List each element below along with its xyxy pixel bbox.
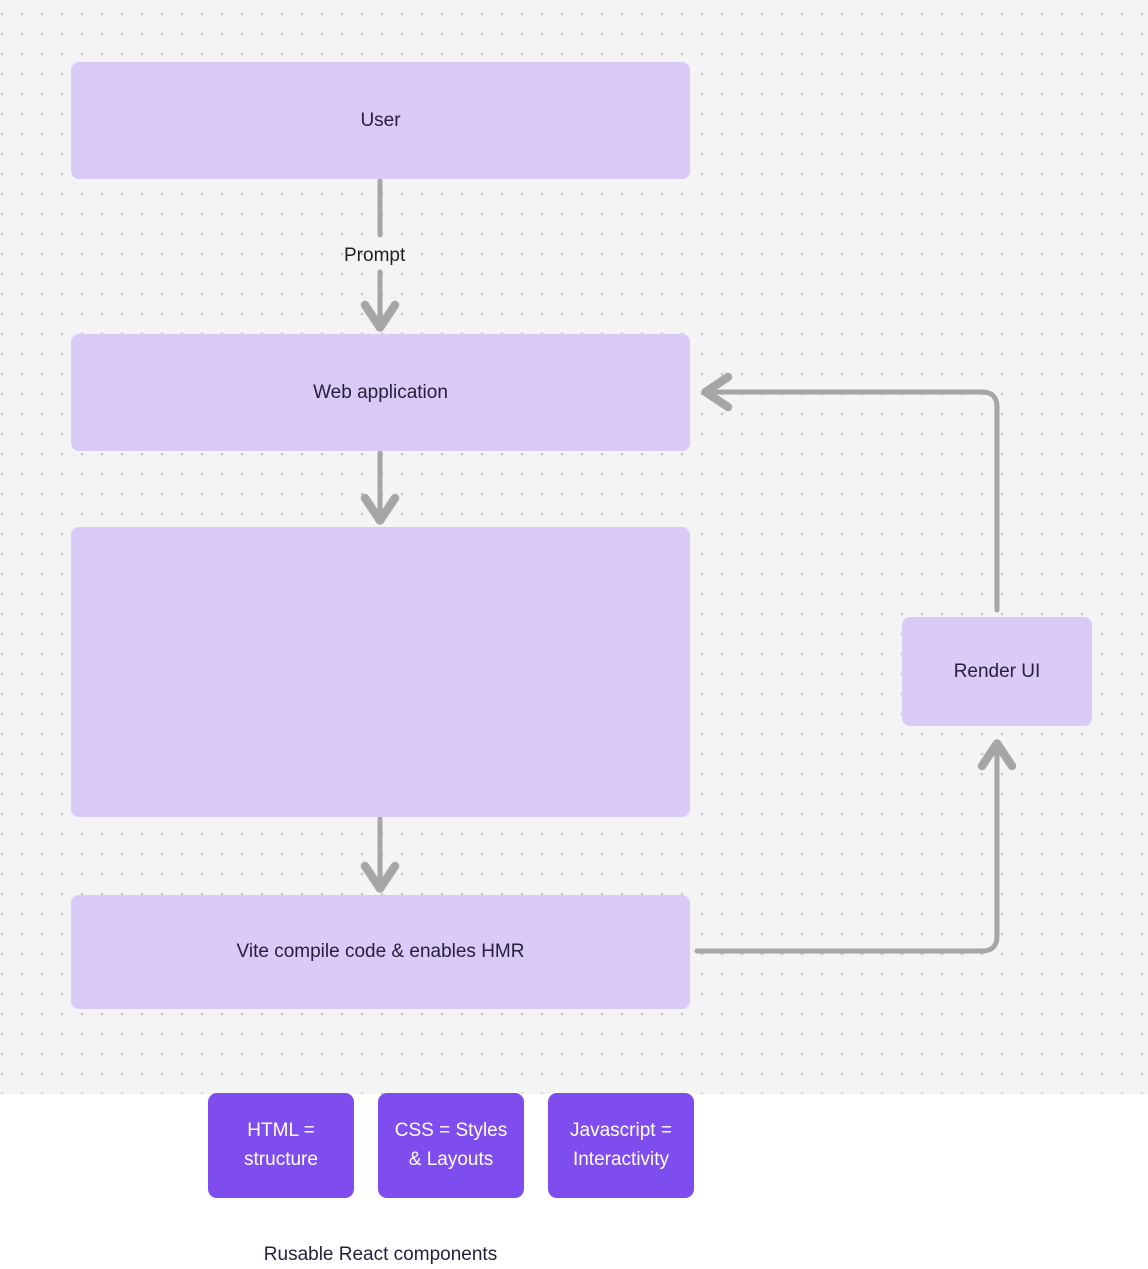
node-web-application-label: Web application	[313, 381, 448, 403]
node-user-label: User	[360, 109, 401, 131]
node-css-styles-label: CSS = Styles & Layouts	[395, 1117, 507, 1174]
node-css-styles-line1: CSS = Styles	[394, 1120, 508, 1141]
edge-label-prompt: Prompt	[344, 245, 406, 266]
node-vite-compile[interactable]: Vite compile code & enables HMR	[71, 895, 690, 1009]
edge-render-to-webapp	[701, 372, 1000, 613]
node-css-styles[interactable]: CSS = Styles & Layouts	[378, 1093, 524, 1198]
node-render-ui-label: Render UI	[953, 660, 1041, 682]
node-vite-compile-label: Vite compile code & enables HMR	[236, 941, 525, 963]
node-javascript-interactivity[interactable]: Javascript = Interactivity	[548, 1093, 694, 1198]
node-javascript-interactivity-label: Javascript = Interactivity	[570, 1117, 672, 1174]
node-react-components[interactable]: HTML = structure CSS = Styles & Layouts …	[71, 527, 694, 1265]
node-render-ui[interactable]: Render UI	[902, 617, 1092, 726]
node-javascript-interactivity-line2: Interactivity	[572, 1148, 670, 1170]
node-html-structure-label: HTML = structure	[244, 1117, 318, 1174]
node-html-structure-line1: HTML =	[247, 1120, 315, 1141]
node-javascript-interactivity-line1: Javascript =	[570, 1120, 672, 1141]
node-html-structure[interactable]: HTML = structure	[208, 1093, 354, 1198]
node-web-application[interactable]: Web application	[71, 334, 690, 451]
node-css-styles-line2: & Layouts	[408, 1148, 494, 1170]
node-react-components-caption: Rusable React components	[263, 1244, 498, 1265]
edge-vite-to-render	[694, 739, 1017, 954]
node-html-structure-line2: structure	[244, 1148, 318, 1170]
node-user[interactable]: User	[71, 62, 690, 179]
